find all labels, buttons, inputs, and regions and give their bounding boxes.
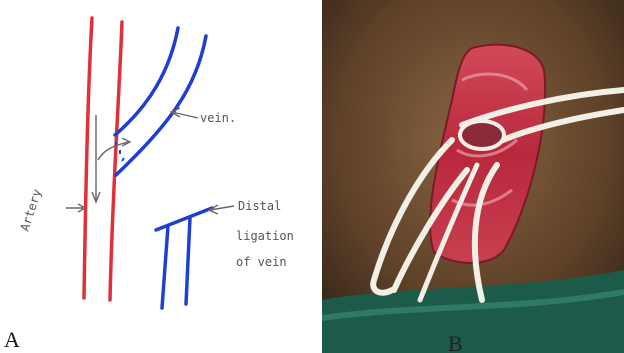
vein-label: vein. [200,111,236,125]
surgical-photo-panel: B [322,0,624,353]
diagram-panel: vein. Artery Distal ligation of vein A [0,0,322,353]
fistula-diagram: vein. Artery Distal ligation of vein [0,0,322,353]
panel-letter-a: A [4,329,20,351]
distal-label-line3: of vein [236,255,287,269]
artery-left-wall [84,18,92,298]
distal-label-line2: ligation [236,229,294,243]
vein-right-wall [116,36,206,175]
isolated-vessel [460,121,504,149]
artery-label-arrow [66,204,85,212]
distal-label-line1: Distal [238,199,281,213]
vein-label-arrow [171,108,198,118]
surgical-photo [322,0,624,353]
panel-letter-b: B [448,333,463,353]
distal-vein-ligation [156,208,212,308]
distal-label-arrow [209,205,234,214]
artery-right-wall [110,22,122,300]
artery-label: Artery [18,187,45,233]
